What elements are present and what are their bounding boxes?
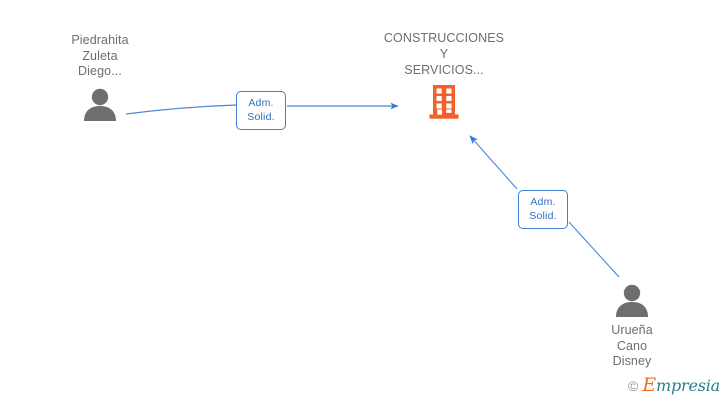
node-person-left-label: Piedrahita Zuleta Diego... bbox=[71, 33, 129, 78]
node-person-right-label: Urueña Cano Disney bbox=[611, 323, 653, 368]
node-company-label: CONSTRUCCIONES Y SERVICIOS... bbox=[383, 31, 505, 77]
brand-rest: mpresia bbox=[656, 376, 720, 395]
edge-label-line1: Adm. bbox=[530, 196, 556, 208]
edge-label-adm-solid-left[interactable]: Adm. Solid. bbox=[236, 91, 286, 130]
edge-label-line2: Solid. bbox=[247, 111, 275, 123]
building-icon bbox=[429, 85, 459, 119]
watermark: © Empresia bbox=[628, 374, 720, 396]
person-icon bbox=[84, 88, 116, 121]
edge-segment-right-in bbox=[568, 221, 620, 278]
person-icon bbox=[616, 284, 648, 317]
edge-label-adm-solid-right[interactable]: Adm. Solid. bbox=[518, 190, 568, 229]
node-company[interactable]: CONSTRUCCIONES Y SERVICIOS... bbox=[374, 30, 514, 119]
edge-label-line2: Solid. bbox=[529, 210, 557, 222]
node-person-right[interactable]: Urueña Cano Disney bbox=[562, 283, 702, 370]
edge-segment-right-out bbox=[469, 135, 518, 190]
brand-logo-text: Empresia bbox=[642, 374, 720, 396]
node-person-left[interactable]: Piedrahita Zuleta Diego... bbox=[30, 33, 170, 121]
edge-label-line1: Adm. bbox=[248, 97, 274, 109]
copyright-icon: © bbox=[628, 377, 639, 394]
brand-initial: E bbox=[642, 374, 656, 396]
